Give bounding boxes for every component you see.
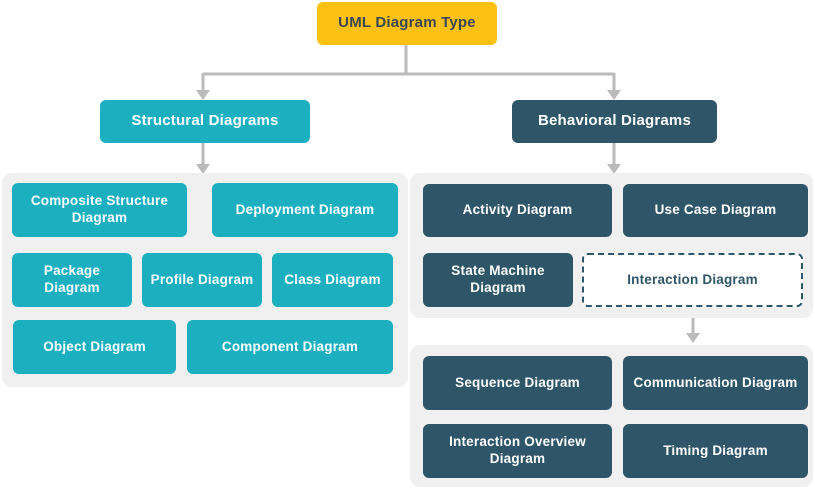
structural-diagrams-header-node: Structural Diagrams: [100, 100, 310, 143]
node-object-diagram: Object Diagram: [13, 320, 176, 374]
node-use-case-diagram: Use Case Diagram: [623, 184, 808, 237]
node-interaction-overview-diagram: Interaction Overview Diagram: [423, 424, 612, 478]
root-node-uml-diagram-type: UML Diagram Type: [317, 2, 497, 45]
arrowhead-behavioral-top: [607, 90, 621, 100]
node-composite-structure-diagram: Composite Structure Diagram: [12, 183, 187, 237]
arrowhead-structural-top: [196, 90, 210, 100]
node-component-diagram: Component Diagram: [187, 320, 393, 374]
node-profile-diagram: Profile Diagram: [142, 253, 262, 307]
behavioral-diagrams-header-node: Behavioral Diagrams: [512, 100, 717, 143]
node-activity-diagram: Activity Diagram: [423, 184, 612, 237]
arrowhead-interaction-group: [686, 333, 700, 343]
node-sequence-diagram: Sequence Diagram: [423, 356, 612, 410]
node-deployment-diagram: Deployment Diagram: [212, 183, 398, 237]
node-communication-diagram: Communication Diagram: [623, 356, 808, 410]
node-class-diagram: Class Diagram: [272, 253, 393, 307]
node-interaction-diagram: Interaction Diagram: [582, 253, 803, 307]
node-timing-diagram: Timing Diagram: [623, 424, 808, 478]
node-package-diagram: Package Diagram: [12, 253, 132, 307]
node-state-machine-diagram: State Machine Diagram: [423, 253, 573, 307]
